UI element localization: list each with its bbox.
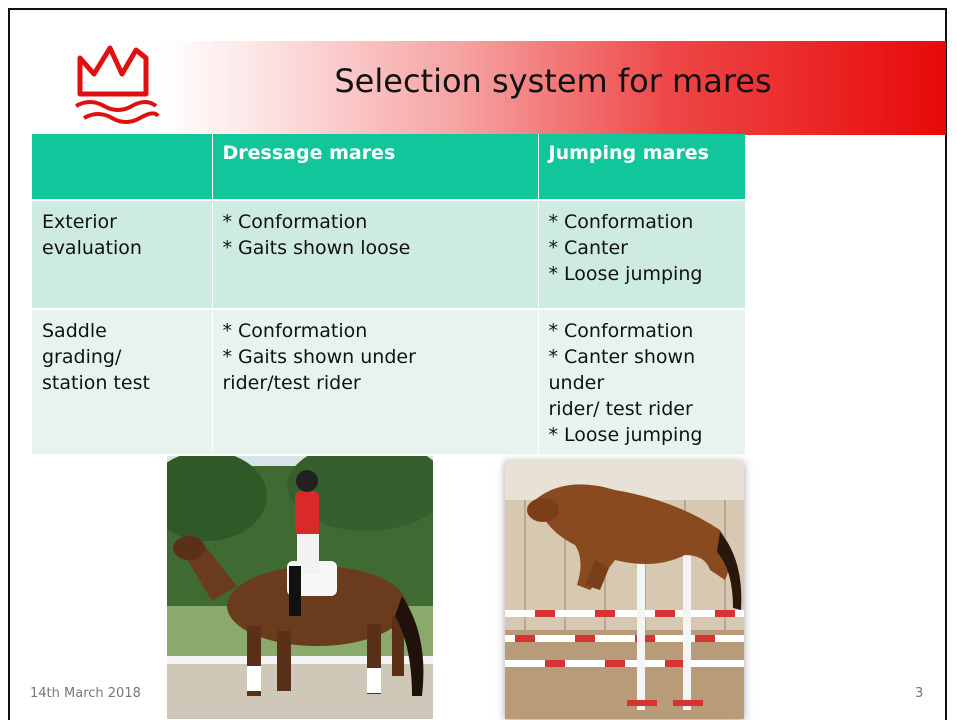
cell-line: * Conformation <box>548 211 694 233</box>
jumping-mare-photo <box>505 460 744 719</box>
cell-line: * Loose jumping <box>548 424 703 446</box>
header-cell-jumping: Jumping mares <box>537 134 745 200</box>
row-label-line: Saddle <box>42 320 107 342</box>
table-row-saddle: Saddle grading/ station test * Conformat… <box>32 308 745 454</box>
cell-line: * Gaits shown under <box>222 346 416 368</box>
table-row-exterior: Exterior evaluation * Conformation * Gai… <box>32 199 745 309</box>
table-header-row: Dressage mares Jumping mares <box>32 134 745 200</box>
row-label-line: evaluation <box>42 237 142 259</box>
cell-line: * Conformation <box>548 320 694 342</box>
cell-line: rider/test rider <box>222 372 361 394</box>
footer-date: 14th March 2018 <box>30 686 141 701</box>
row-label-cell: Saddle grading/ station test <box>32 308 212 454</box>
selection-table: Dressage mares Jumping mares Exterior ev… <box>32 134 745 454</box>
row-label-line: grading/ <box>42 346 122 368</box>
cell-line: * Canter <box>548 237 628 259</box>
row-label-line: station test <box>42 372 150 394</box>
cell-line: * Gaits shown loose <box>222 237 411 259</box>
dressage-cell: * Conformation * Gaits shown loose <box>211 199 538 309</box>
page-number: 3 <box>915 686 924 701</box>
jumping-cell: * Conformation * Canter shown under ride… <box>537 308 745 454</box>
cell-line: rider/ test rider <box>548 398 693 420</box>
crown-logo-icon <box>75 45 160 124</box>
header-cell-empty <box>32 134 212 200</box>
title-banner <box>160 41 946 135</box>
header-cell-dressage: Dressage mares <box>211 134 538 200</box>
cell-line: * Conformation <box>222 211 368 233</box>
dressage-mare-photo <box>167 456 433 719</box>
row-label-line: Exterior <box>42 211 117 233</box>
slide-title: Selection system for mares <box>334 62 772 100</box>
dressage-cell: * Conformation * Gaits shown under rider… <box>211 308 538 454</box>
row-label-cell: Exterior evaluation <box>32 199 212 309</box>
cell-line: * Conformation <box>222 320 368 342</box>
cell-line: * Loose jumping <box>548 263 703 285</box>
cell-line: * Canter shown under <box>548 346 696 394</box>
jumping-cell: * Conformation * Canter * Loose jumping <box>537 199 745 309</box>
